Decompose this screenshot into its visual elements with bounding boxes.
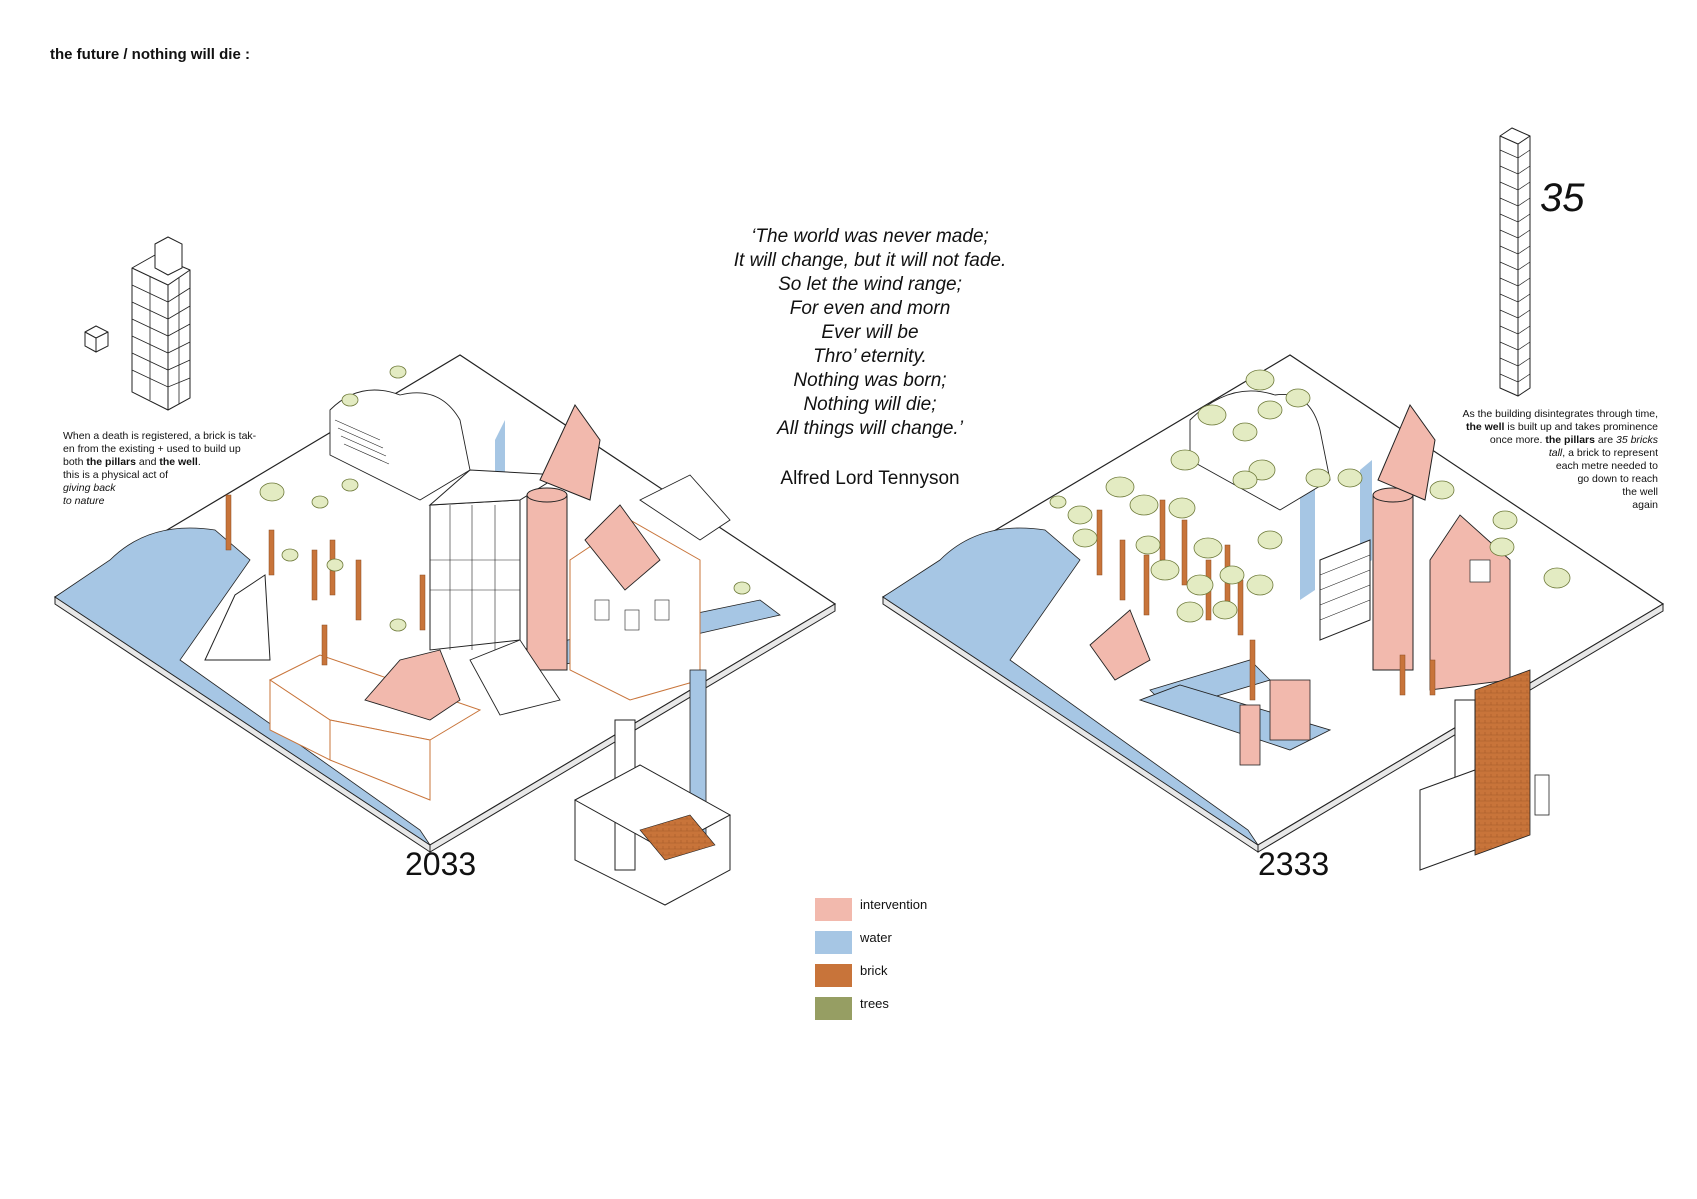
brick-stack-diagram [84, 236, 191, 411]
quote-line: It will change, but it will not fade. [733, 250, 1007, 271]
site-axonometric-2033 [53, 354, 837, 906]
note-line: go down to reach [1577, 473, 1658, 485]
note-line: the well is built up and takes prominenc… [1465, 421, 1658, 433]
note-line: When a death is registered, a brick is t… [63, 430, 257, 442]
trees-2333 [1049, 369, 1571, 623]
year-label-right: 2333 [1258, 846, 1330, 882]
note-line: As the building disintegrates through ti… [1462, 408, 1658, 420]
quote-line: So let the wind range; [778, 274, 962, 295]
legend-swatch [815, 898, 852, 921]
pillar-height-number: 35 [1540, 176, 1585, 220]
quote-author: Alfred Lord Tennyson [780, 468, 960, 489]
quote-line: All things will change.’ [777, 418, 963, 439]
legend-item-brick: brick [815, 964, 927, 997]
tennyson-quote: ‘The world was never made; It will chang… [680, 225, 1060, 441]
legend-swatch [815, 997, 852, 1020]
page-title: the future / nothing will die : [50, 46, 250, 63]
note-line: again [1632, 499, 1658, 511]
legend-item-trees: trees [815, 997, 927, 1030]
quote-line: Nothing will die; [803, 394, 937, 415]
legend-item-intervention: intervention [815, 898, 927, 931]
quote-line: Thro’ eternity. [813, 346, 927, 367]
legend-swatch [815, 964, 852, 987]
note-right: As the building disintegrates through ti… [1380, 408, 1658, 512]
trees-2033 [259, 365, 751, 632]
quote-line: ‘The world was never made; [751, 226, 989, 247]
quote-line: For even and morn [789, 298, 951, 319]
note-line: the well [1622, 486, 1658, 498]
legend-swatch [815, 931, 852, 954]
note-line: each metre needed to [1555, 460, 1658, 472]
note-line: en from the existing + used to build up [63, 443, 241, 455]
site-axonometric-2333 [881, 354, 1665, 871]
note-line: tall, a brick to represent [1548, 447, 1658, 459]
quote-line: Ever will be [821, 322, 919, 343]
note-line: this is a physical act of [63, 469, 169, 481]
brick-tower-diagram [1499, 127, 1531, 397]
note-line: once more. the pillars are 35 bricks [1489, 434, 1658, 446]
year-label-left: 2033 [405, 846, 477, 882]
legend-item-water: water [815, 931, 927, 964]
note-line: to nature [63, 495, 105, 507]
note-left: When a death is registered, a brick is t… [63, 430, 303, 508]
note-line: both the pillars and the well. [63, 456, 201, 468]
note-line: giving back [63, 482, 116, 494]
quote-line: Nothing was born; [793, 370, 947, 391]
legend: intervention water brick trees [815, 898, 927, 1030]
